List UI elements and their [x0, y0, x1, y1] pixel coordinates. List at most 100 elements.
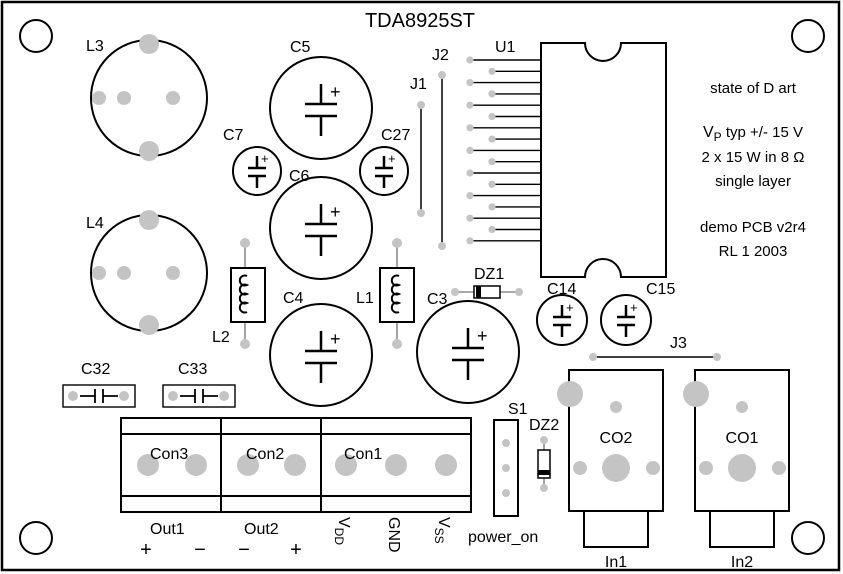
info-line-6: RL 1 2003	[719, 243, 788, 260]
u1-pin-pad	[488, 180, 496, 188]
inductor-L3: L3	[86, 34, 208, 161]
mounting-hole-bottom-left	[19, 521, 53, 555]
label-S1: S1	[508, 401, 528, 418]
connector-Con2: Con2	[237, 446, 306, 476]
capacitor-C4: + C4	[269, 290, 373, 407]
out2-minus-sign: −	[238, 539, 250, 561]
svg-text:+: +	[630, 300, 638, 315]
switch-S1: S1 power_on	[468, 401, 538, 546]
svg-text:+: +	[330, 329, 341, 349]
label-Con3: Con3	[150, 446, 188, 463]
u1-pin-pad	[488, 225, 496, 234]
capacitor-C33: C33	[162, 361, 236, 408]
u1-pin-pad	[488, 158, 496, 166]
capacitor-C14: + C14	[536, 281, 588, 346]
label-Con1: Con1	[344, 446, 382, 463]
info-vp-sub: P	[714, 130, 722, 144]
u1-pin-pad	[466, 124, 474, 132]
mounting-hole-top-left	[19, 19, 53, 53]
svg-text:+: +	[477, 326, 488, 346]
label-J3: J3	[670, 335, 687, 352]
connector-Con3: Con3	[137, 446, 207, 476]
label-C33: C33	[178, 361, 207, 378]
u1-pin-pad	[466, 169, 474, 177]
out1-plus-sign: +	[140, 539, 152, 561]
label-C5: C5	[290, 39, 311, 56]
label-C7: C7	[223, 127, 244, 144]
info-vp-v: V	[703, 124, 714, 141]
u1-pin-pad	[466, 79, 474, 87]
capacitor-C32: C32	[62, 361, 136, 408]
info-line-5: demo PCB v2r4	[700, 219, 806, 236]
out1-minus-sign: −	[194, 539, 206, 561]
jumper-J2: J2	[432, 47, 449, 250]
info-line-3: 2 x 15 W in 8 Ω	[702, 149, 805, 166]
label-J2: J2	[432, 47, 449, 64]
u1-pin-pad	[488, 112, 496, 121]
jack-CO1: CO1 In2	[683, 369, 790, 571]
svg-text:GND: GND	[385, 517, 402, 553]
label-C14: C14	[547, 281, 576, 298]
label-out1: Out1	[150, 521, 185, 538]
label-C6: C6	[289, 168, 310, 185]
label-C32: C32	[81, 361, 110, 378]
u1-pin-pad	[488, 67, 496, 75]
label-in2: In2	[731, 554, 753, 571]
label-C3: C3	[427, 291, 448, 308]
label-Con2: Con2	[246, 446, 284, 463]
board-title: TDA8925ST	[365, 10, 475, 32]
label-DZ1: DZ1	[474, 266, 504, 283]
inductor-L2: L2	[212, 238, 266, 349]
svg-text:+: +	[388, 151, 396, 166]
jumper-J3: J3	[589, 335, 721, 361]
capacitor-C7: + C7	[223, 127, 282, 196]
info-vp-rest: typ +/- 15 V	[722, 124, 803, 141]
svg-text:+: +	[261, 151, 269, 166]
mounting-hole-bottom-right	[791, 521, 825, 555]
label-DZ2: DZ2	[529, 417, 559, 434]
diode-DZ2: DZ2	[529, 417, 559, 492]
label-L4: L4	[86, 215, 104, 232]
svg-text:+: +	[566, 300, 574, 315]
u1-pin-pad	[466, 101, 474, 109]
jack-CO2: CO2 In1	[557, 369, 664, 571]
capacitor-C5: + C5	[269, 39, 373, 160]
u1-pin-pad	[466, 192, 474, 200]
label-C4: C4	[283, 290, 304, 307]
svg-text:+: +	[330, 82, 341, 102]
u1-pin-pad	[466, 146, 474, 154]
label-CO1: CO1	[726, 430, 759, 447]
label-power-on: power_on	[468, 529, 538, 546]
label-L3: L3	[86, 38, 104, 55]
inductor-L1: L1	[356, 238, 415, 349]
terminal-block	[120, 417, 472, 513]
capacitor-C27: + C27	[359, 127, 410, 196]
u1-pin-pad	[488, 135, 496, 143]
label-out2: Out2	[244, 521, 279, 538]
svg-text:VSS: VSS	[432, 517, 452, 544]
label-vss: VSS	[432, 517, 452, 544]
inductor-L4: L4	[86, 210, 208, 335]
info-vp-line: VP typ +/- 15 V	[703, 124, 803, 144]
capacitor-C6: + C6	[269, 168, 373, 280]
u1-pin-pad	[466, 214, 474, 222]
connector-Con1: Con1	[335, 446, 457, 476]
label-C27: C27	[381, 127, 410, 144]
out2-plus-sign: +	[290, 539, 302, 561]
label-gnd: GND	[385, 517, 402, 553]
svg-text:+: +	[330, 202, 341, 222]
capacitor-C3: + C3	[416, 291, 520, 404]
label-L2: L2	[212, 329, 230, 346]
capacitor-C15: + C15	[600, 281, 675, 346]
info-line-4: single layer	[715, 173, 791, 190]
diode-DZ1: DZ1	[451, 266, 523, 299]
label-CO2: CO2	[600, 430, 633, 447]
jumper-J1: J1	[410, 76, 427, 217]
ic-U1: U1	[466, 39, 667, 278]
u1-pin-pad	[488, 203, 496, 211]
label-C15: C15	[646, 281, 675, 298]
label-J1: J1	[410, 76, 427, 93]
label-in1: In1	[605, 554, 627, 571]
